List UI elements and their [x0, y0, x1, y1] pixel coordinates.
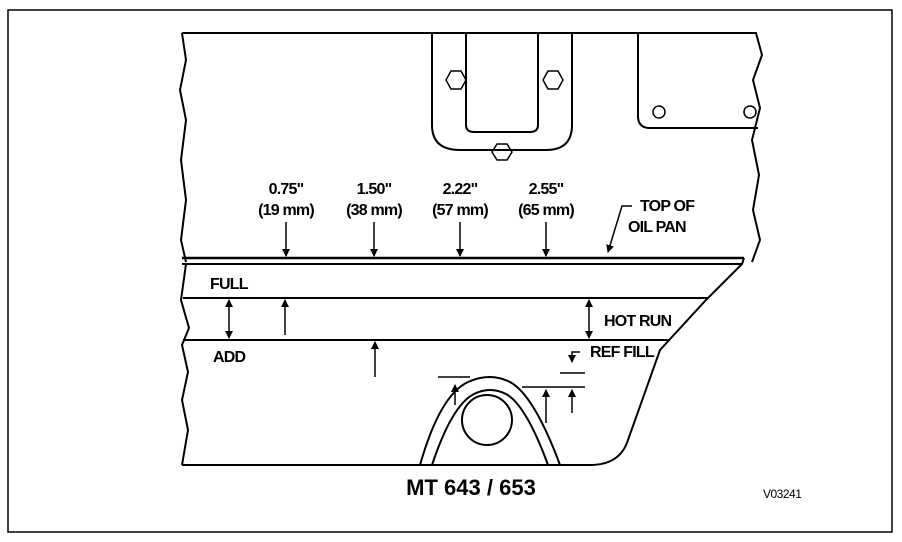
- measurement-1-mm: (19 mm): [258, 202, 314, 219]
- add-label: ADD: [213, 349, 246, 366]
- ref-fill-marks: [522, 351, 585, 423]
- ref-fill-label: REF FILL: [590, 344, 655, 361]
- bolt-hex-bottom-icon: [491, 143, 513, 161]
- figure-code: V03241: [763, 487, 802, 501]
- bolt-hole-right-icon: [743, 105, 757, 119]
- side-bracket: [637, 33, 758, 129]
- measurement-1-inches: 0.75": [269, 181, 304, 198]
- measurement-3-mm: (57 mm): [432, 202, 488, 219]
- full-label: FULL: [210, 276, 249, 293]
- measurement-4-mm: (65 mm): [518, 202, 574, 219]
- dipstick-tube: [419, 376, 561, 466]
- transmission-housing-outline: [178, 32, 764, 263]
- top-of-oil-pan-leader: [606, 205, 632, 253]
- hot-run-label: HOT RUN: [604, 313, 672, 330]
- bolt-hex-left-icon: [445, 70, 467, 90]
- figure-frame: [7, 9, 893, 533]
- measurement-3-inches: 2.22": [443, 181, 478, 198]
- bolt-hex-right-icon: [542, 70, 564, 90]
- measurement-2-mm: (38 mm): [346, 202, 402, 219]
- measurement-2-inches: 1.50": [357, 181, 392, 198]
- measurement-4-inches: 2.55": [529, 181, 564, 198]
- mounting-bracket: [431, 33, 573, 161]
- model-label: MT 643 / 653: [406, 475, 536, 500]
- bolt-hole-left-icon: [652, 105, 666, 119]
- oil-pan-body: [179, 263, 743, 466]
- top-of-oil-pan-label-line1: TOP OF: [640, 198, 695, 215]
- top-of-oil-pan-label-line2: OIL PAN: [628, 219, 686, 236]
